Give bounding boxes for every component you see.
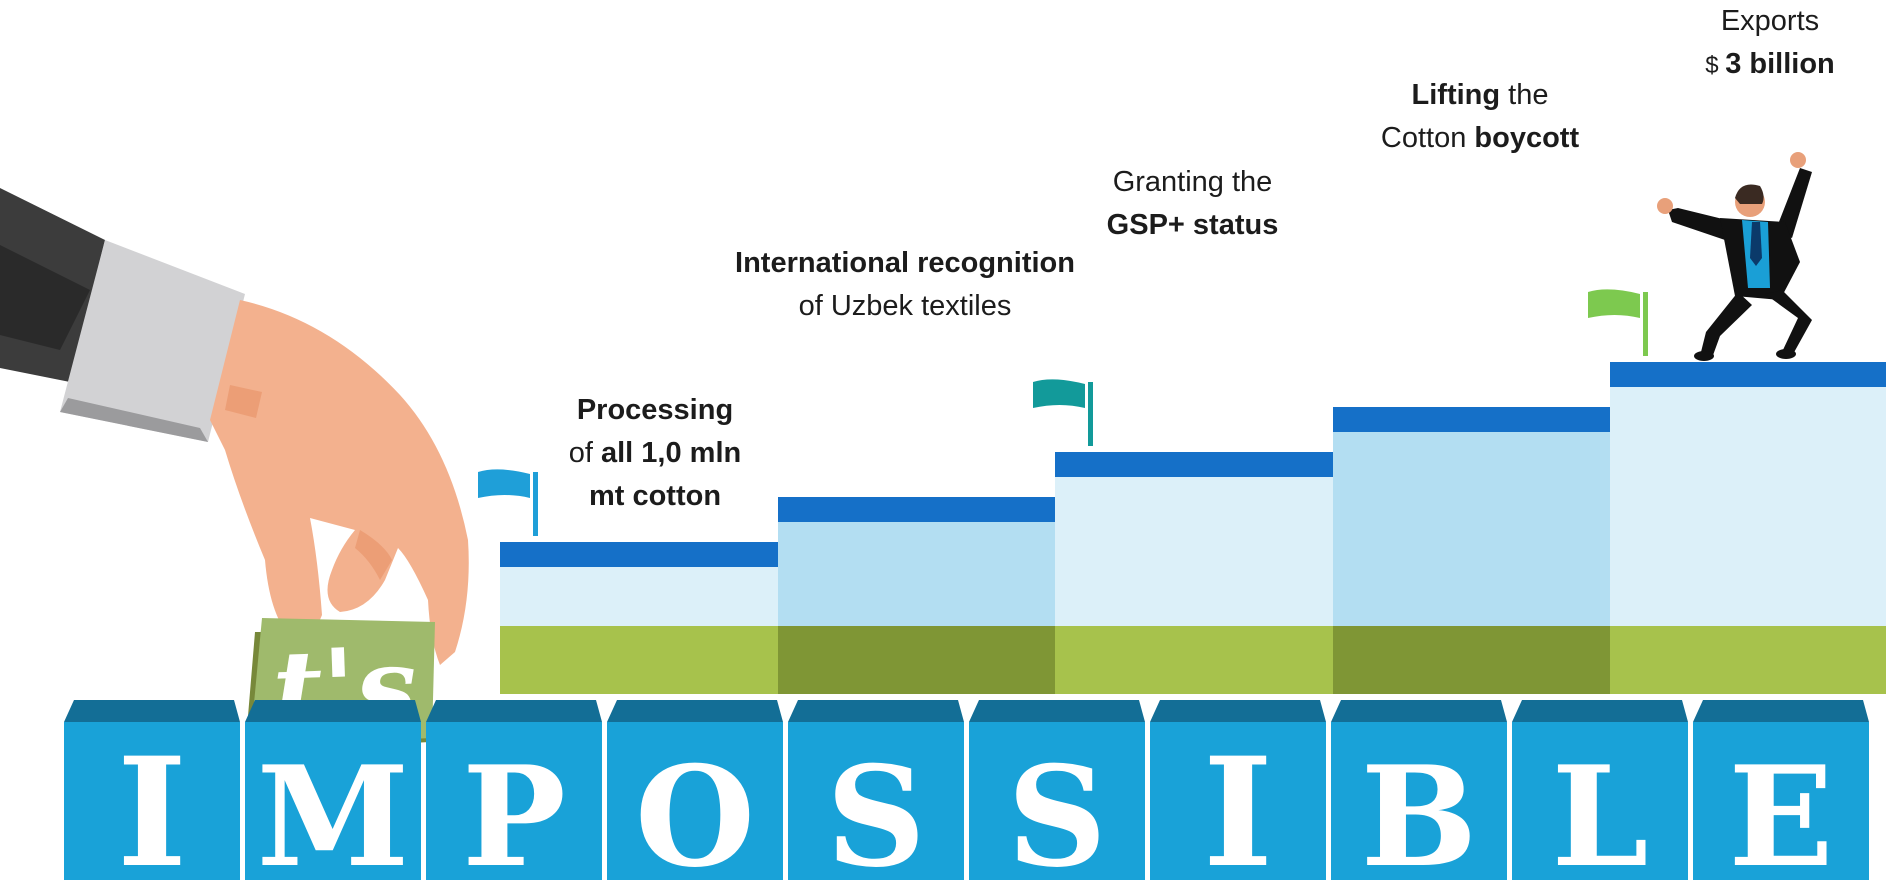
ground-band [500,626,1886,694]
step-2-cap [778,497,1055,522]
tile-e-10: E [1693,700,1869,883]
milestone-3-line1: Granting the [1112,166,1273,198]
tile-letter: L [1551,735,1648,883]
tile-i-1: I [64,700,240,883]
tile-l-9: L [1512,700,1688,883]
step-1-body [500,566,778,626]
tile-s-6: S [969,700,1145,883]
step-4-body [1333,431,1610,626]
milestone-5-line1: Exports [1720,5,1820,37]
staircase [500,362,1886,626]
milestone-3-line2: GSP+ status [1106,209,1279,241]
milestone-1-line2: of all 1,0 mln [568,437,742,469]
hand-placing-note-icon [0,188,469,665]
milestone-1-label: Processing of all 1,0 mln mt cotton [530,389,780,518]
tile-letter: O [635,735,755,883]
milestone-2-line2: of Uzbek textiles [798,290,1012,322]
flag-step-3 [1033,379,1093,446]
tile-s-5: S [788,700,964,883]
step-5-cap [1610,362,1886,387]
tile-p-3: P [426,700,602,883]
tile-letter: I [1203,725,1273,883]
flag-step-5 [1588,289,1648,356]
milestone-1-line1: Processing [576,394,734,426]
tile-m-2: M [245,700,421,883]
tile-letter: P [462,735,566,883]
milestone-4-line2: Cotton boycott [1380,122,1580,154]
jumping-businessman-icon [1657,152,1812,361]
milestone-2-line1: International recognition [735,247,1075,279]
step-1-cap [500,542,778,567]
milestone-4-label: Lifting the Cotton boycott [1340,74,1620,160]
tile-i-7: I [1150,700,1326,883]
step-4-cap [1333,407,1610,432]
tile-letter: S [826,735,926,883]
milestone-2-label: International recognition of Uzbek texti… [700,242,1110,328]
tile-letter: E [1728,735,1833,883]
milestone-1-line3: mt cotton [588,480,722,512]
milestone-4-line1: Lifting the [1411,79,1549,111]
milestone-3-label: Granting the GSP+ status [1050,161,1335,247]
step-5-body [1610,386,1886,626]
tile-letter: M [257,735,410,883]
tile-letter: S [1007,735,1107,883]
milestone-5-label: Exports $ 3 billion [1660,0,1880,87]
step-2-body [778,521,1055,626]
milestone-5-line2: $ 3 billion [1705,48,1835,80]
flag-step-1 [478,469,538,536]
tile-b-8: B [1331,700,1507,883]
tile-letter: I [117,725,187,883]
tile-o-4: O [607,700,783,883]
step-3-cap [1055,452,1333,477]
tile-letter: B [1361,735,1478,883]
step-3-body [1055,476,1333,626]
